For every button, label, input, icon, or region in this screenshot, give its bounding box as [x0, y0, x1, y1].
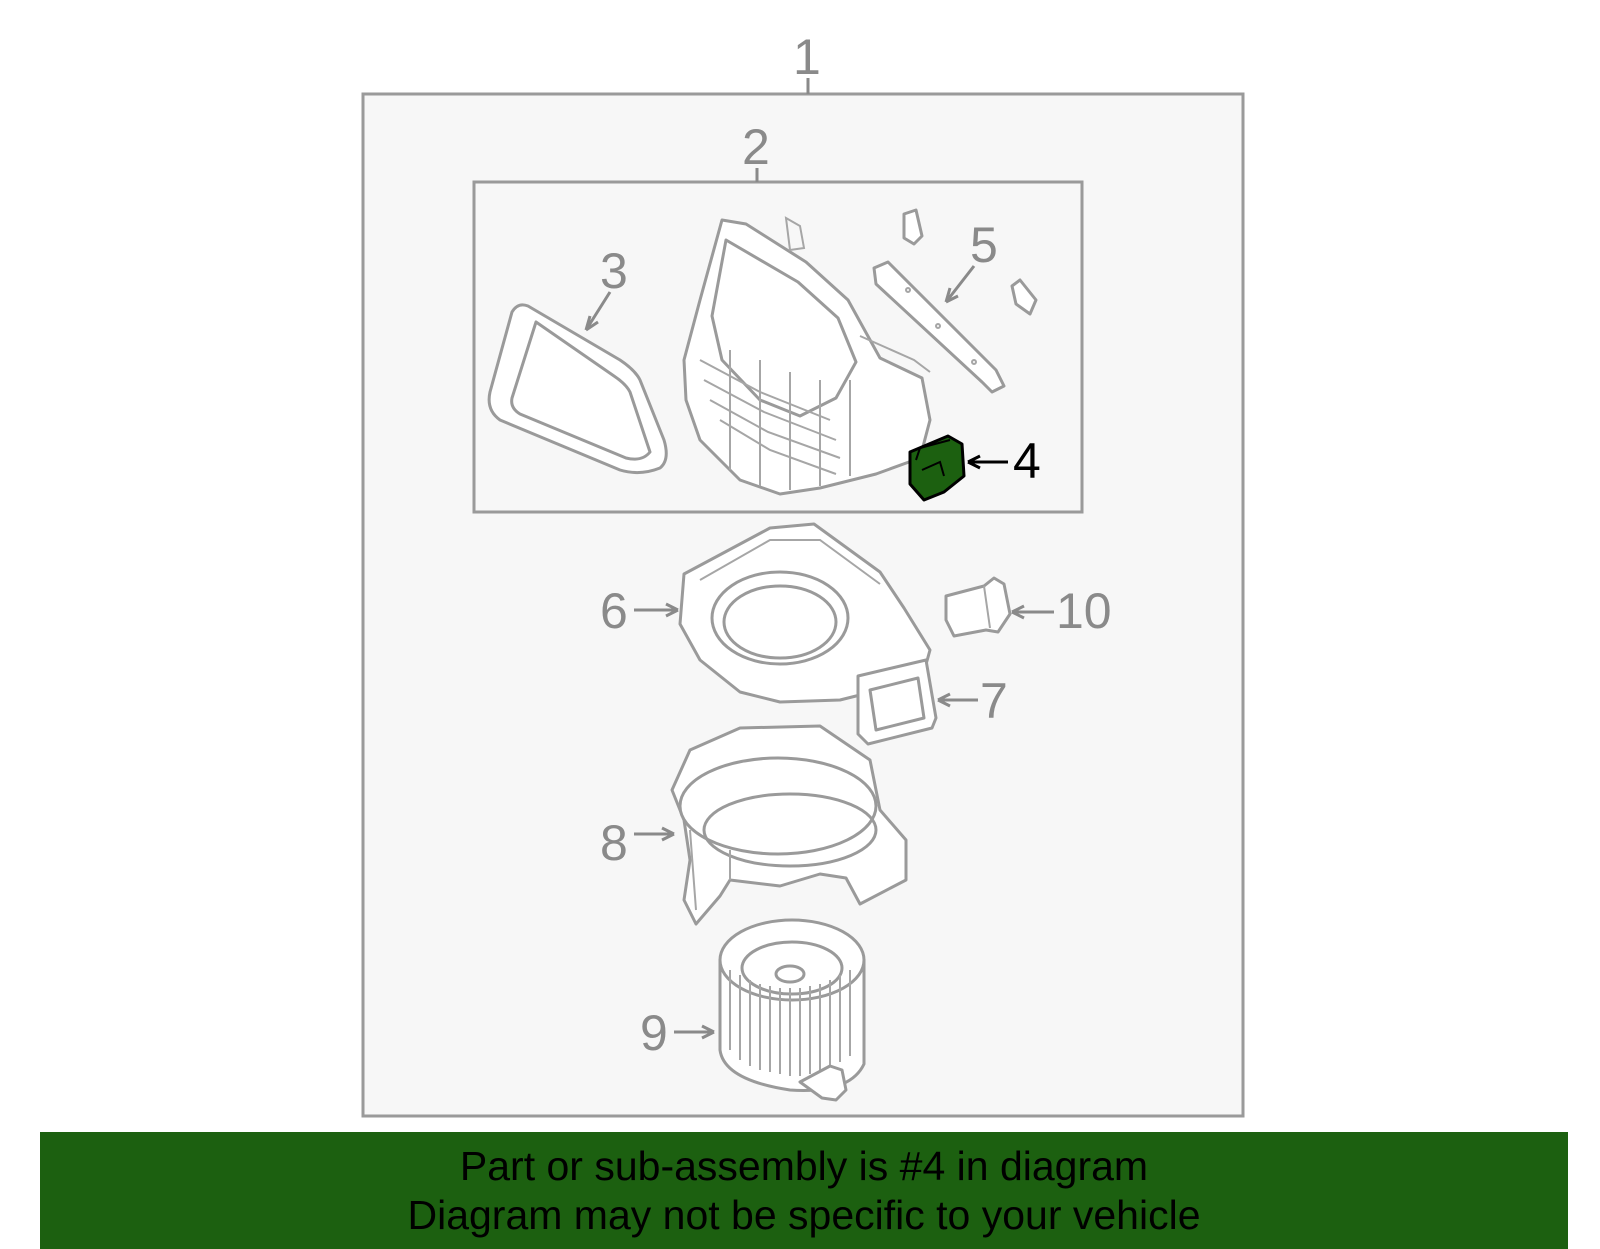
callout-3[interactable]: 3 [600, 243, 628, 299]
part-6-lower-case[interactable] [678, 522, 932, 704]
callout-9[interactable]: 9 [640, 1005, 668, 1061]
banner-line-2: Diagram may not be specific to your vehi… [407, 1192, 1201, 1238]
callout-6[interactable]: 6 [600, 583, 628, 639]
callout-8[interactable]: 8 [600, 815, 628, 871]
callout-7[interactable]: 7 [980, 673, 1008, 729]
leader-10 [1011, 604, 1054, 620]
callout-10[interactable]: 10 [1056, 583, 1112, 639]
callout-1[interactable]: 1 [793, 29, 821, 85]
part-5-bracket[interactable] [872, 208, 1038, 394]
part-10-resistor[interactable] [944, 576, 1012, 638]
leader-4 [967, 454, 1008, 470]
blower-upper-case [682, 216, 932, 496]
part-8-blower-housing[interactable] [670, 724, 908, 926]
info-banner: Part or sub-assembly is #4 in diagram Di… [40, 1132, 1568, 1249]
part-3-filter[interactable] [487, 303, 668, 475]
leader-5 [944, 265, 976, 304]
callout-4[interactable]: 4 [1013, 433, 1041, 489]
leader-3 [584, 291, 612, 332]
part-7-duct-seal[interactable] [856, 658, 938, 746]
leader-6 [634, 602, 679, 618]
leader-8 [634, 826, 675, 842]
leader-9 [674, 1024, 715, 1040]
banner-line-1: Part or sub-assembly is #4 in diagram [459, 1143, 1149, 1189]
leader-7 [937, 692, 978, 708]
callout-5[interactable]: 5 [970, 217, 998, 273]
part-9-blower-motor[interactable] [718, 918, 866, 1102]
part-4-highlighted[interactable] [908, 434, 966, 502]
callout-2[interactable]: 2 [742, 119, 770, 175]
